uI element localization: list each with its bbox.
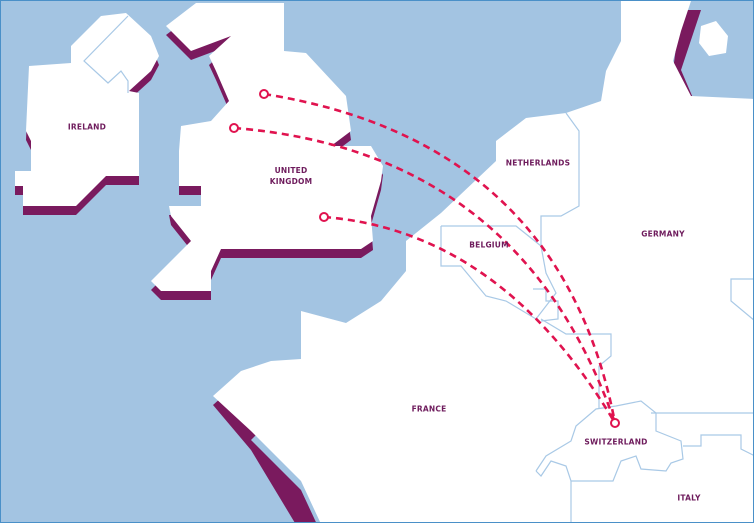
danish-island — [699, 21, 728, 56]
destination-marker — [610, 418, 620, 428]
netherlands-border — [540, 112, 580, 246]
label-italy: ITALY — [677, 493, 701, 503]
label-netherlands: NETHERLANDS — [505, 158, 571, 168]
label-germany: GERMANY — [641, 229, 685, 239]
austria-italy-border — [683, 434, 753, 456]
route-line-2 — [233, 126, 617, 424]
routes — [233, 92, 617, 424]
czech-border — [730, 278, 753, 321]
route-points — [229, 89, 620, 428]
label-belgium: BELGIUM — [469, 240, 509, 250]
label-uk-line2: KINGDOM — [269, 177, 313, 186]
origin-marker-1 — [259, 89, 269, 99]
northern-ireland-border — [83, 15, 129, 93]
label-ireland: IRELAND — [67, 122, 107, 132]
luxembourg-border — [533, 288, 559, 322]
label-united-kingdom: UNITED KINGDOM — [270, 165, 313, 187]
route-line-3 — [323, 215, 617, 424]
switzerland-border — [535, 400, 684, 482]
origin-marker-2 — [229, 123, 239, 133]
label-france: FRANCE — [411, 404, 447, 414]
ireland — [15, 13, 159, 206]
label-switzerland: SWITZERLAND — [584, 437, 648, 447]
origin-marker-3 — [319, 212, 329, 222]
continent — [213, 1, 753, 522]
germany-france-border — [540, 318, 612, 409]
borders — [83, 15, 753, 522]
label-uk-line1: UNITED — [274, 166, 308, 175]
